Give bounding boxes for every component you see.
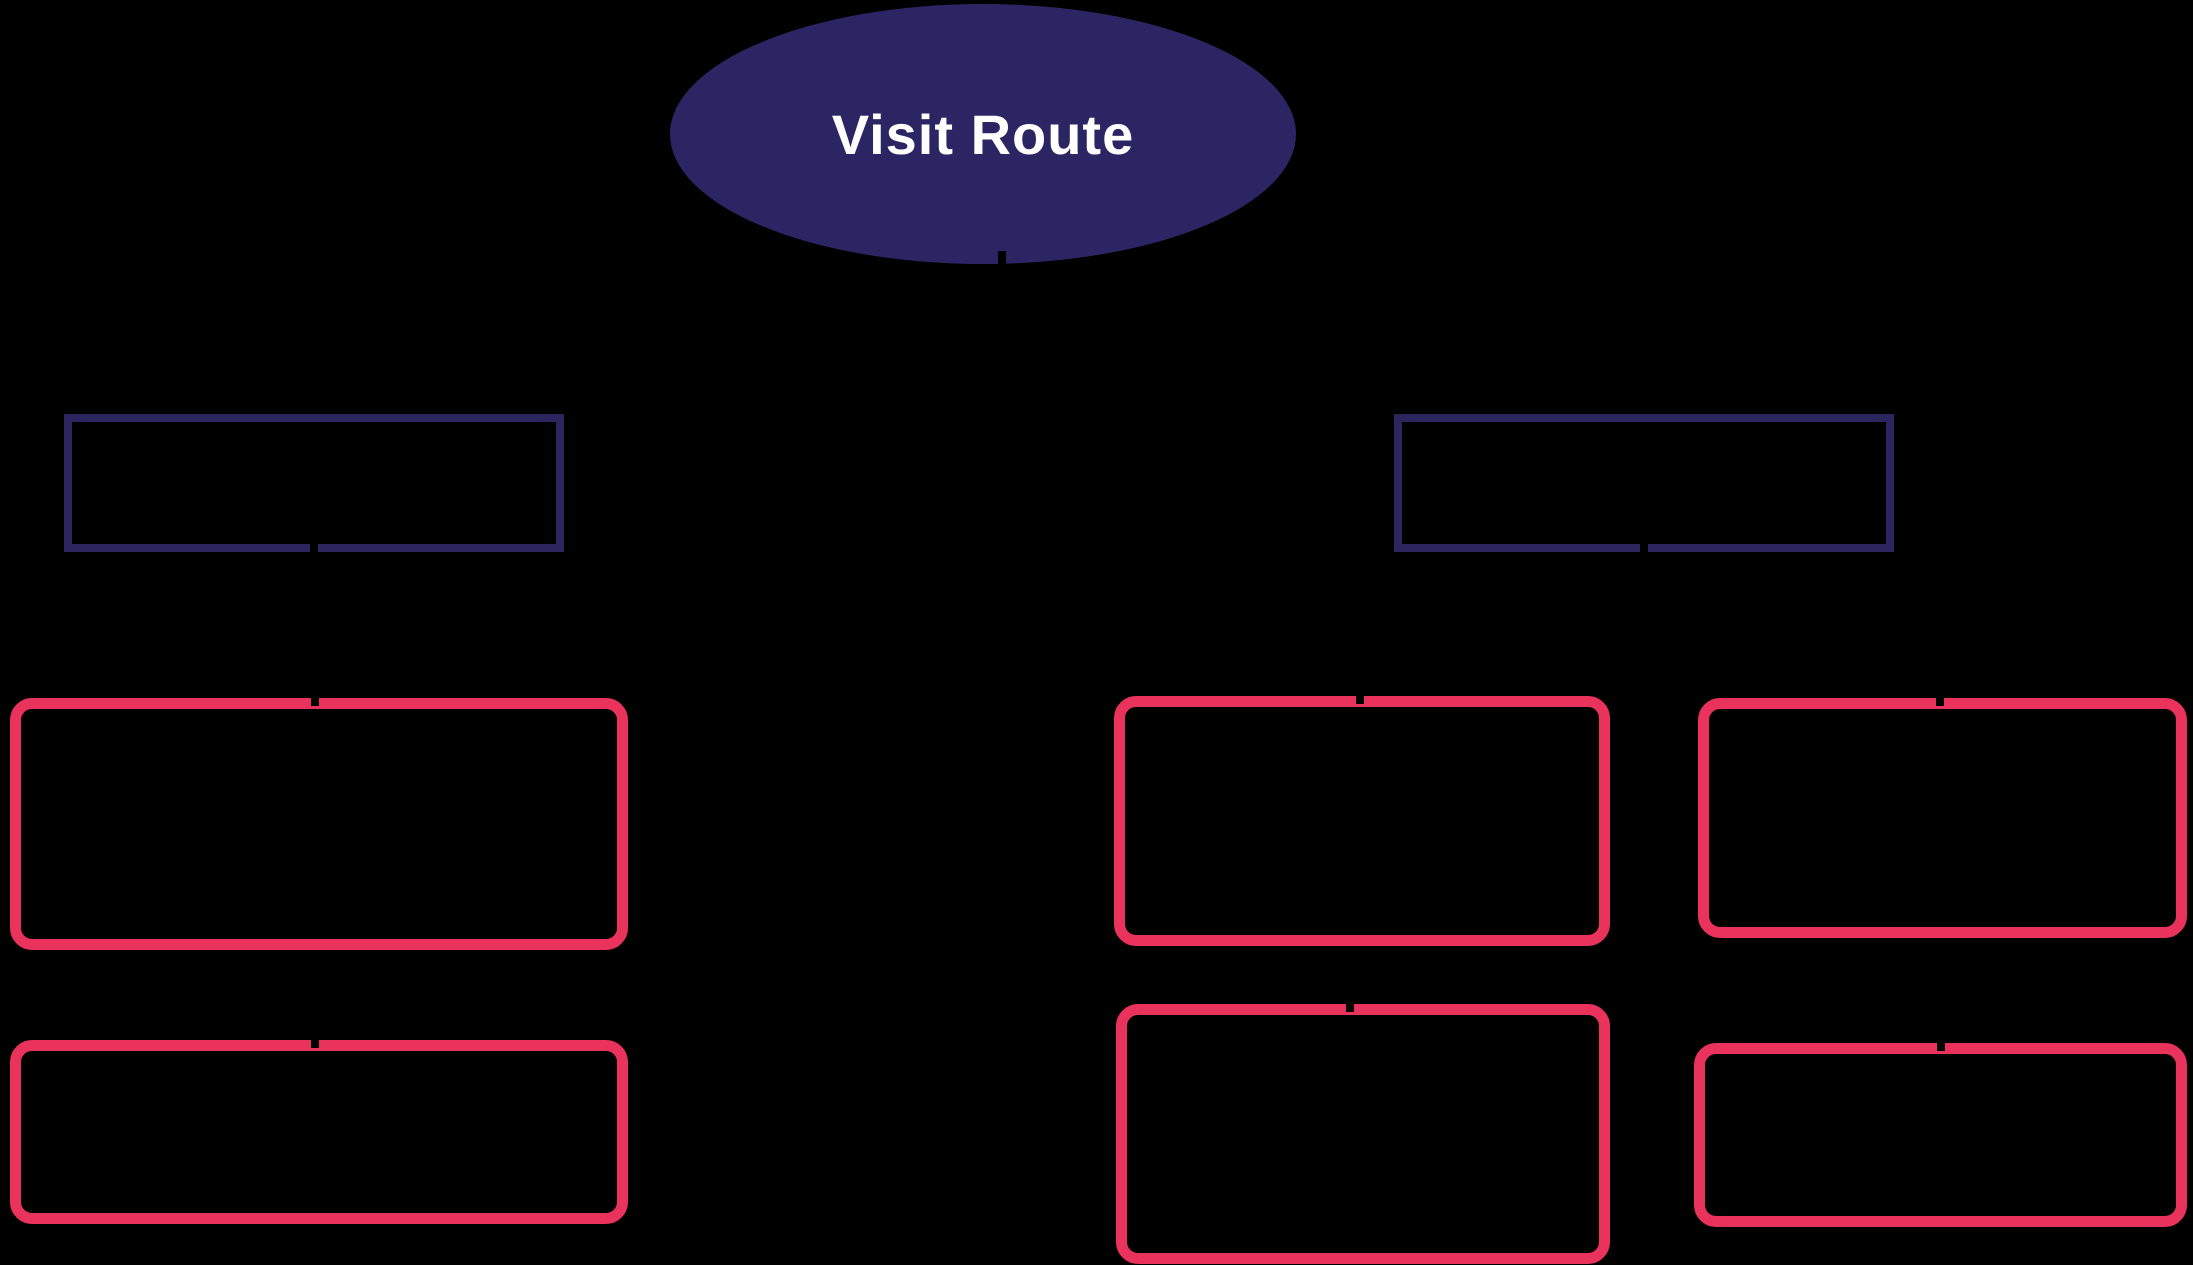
leaf-box-left-top bbox=[10, 698, 628, 950]
connector-notch-leaf-middle-bottom bbox=[1346, 1001, 1354, 1012]
root-node-label: Visit Route bbox=[831, 102, 1135, 166]
branch-box-right bbox=[1394, 414, 1894, 552]
connector-notch-leaf-right-top bbox=[1936, 695, 1944, 706]
connector-notch-root bbox=[998, 251, 1006, 264]
root-node-ellipse: Visit Route bbox=[670, 4, 1296, 264]
leaf-box-middle-top bbox=[1114, 696, 1610, 946]
connector-notch-leaf-left-top bbox=[311, 695, 319, 706]
connector-notch-branch-left bbox=[310, 542, 318, 553]
leaf-box-right-top bbox=[1698, 698, 2187, 938]
leaf-box-right-bottom bbox=[1694, 1043, 2187, 1227]
leaf-box-left-bottom bbox=[10, 1040, 628, 1224]
connector-notch-leaf-middle-top bbox=[1356, 693, 1364, 704]
leaf-box-middle-bottom bbox=[1116, 1004, 1610, 1264]
connector-notch-branch-right bbox=[1640, 542, 1648, 553]
connector-notch-leaf-right-bottom bbox=[1937, 1040, 1945, 1051]
branch-box-left bbox=[64, 414, 564, 552]
connector-notch-leaf-left-bottom bbox=[311, 1037, 319, 1048]
